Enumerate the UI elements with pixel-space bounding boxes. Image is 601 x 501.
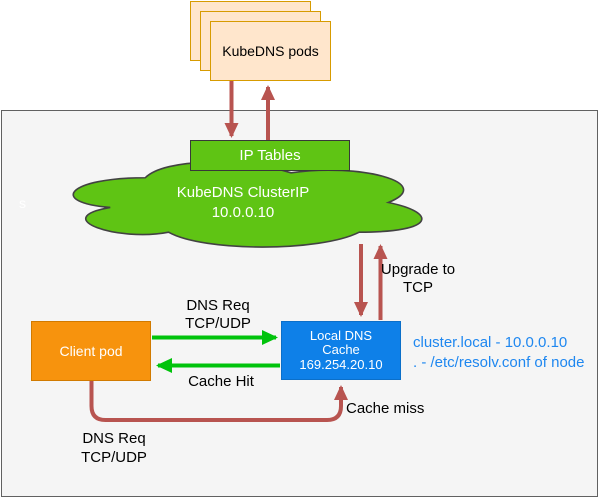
kubedns-pods-label: KubeDNS pods [222,43,319,59]
kubedns-clusterip-cloud [72,161,423,248]
resolv-conf-note: cluster.local - 10.0.0.10 . - /etc/resol… [413,334,585,371]
kubedns-clusterip-text: KubeDNS ClusterIP 10.0.0.10 [177,183,310,223]
local-dns-cache-label: Local DNS Cache [309,327,373,358]
dns-req-upper-label: DNS Req TCP/UDP [185,297,251,332]
local-dns-cache-box: Local DNS Cache 169.254.20.10 [281,321,401,380]
stray-text-s: s [19,195,26,211]
kubedns-clusterip-label: KubeDNS ClusterIP [176,184,310,201]
kubedns-pods-box: KubeDNS pods [210,21,331,81]
dns-req-lower-label: DNS Req TCP/UDP [81,430,147,466]
cache-hit-label: Cache Hit [188,373,254,390]
upgrade-to-tcp-label: Upgrade to TCP [380,261,456,296]
client-pod-box: Client pod [31,321,151,381]
ip-tables-label: IP Tables [239,147,301,164]
client-pod-label: Client pod [59,343,123,359]
cache-miss-label: Cache miss [346,400,425,417]
arrow-cache-miss [89,381,348,422]
kubedns-clusterip-ip: 10.0.0.10 [211,204,275,221]
ip-tables-box: IP Tables [190,140,350,171]
local-dns-cache-text: Local DNS Cache 169.254.20.10 [299,327,383,373]
local-dns-cache-ip: 169.254.20.10 [299,356,383,372]
